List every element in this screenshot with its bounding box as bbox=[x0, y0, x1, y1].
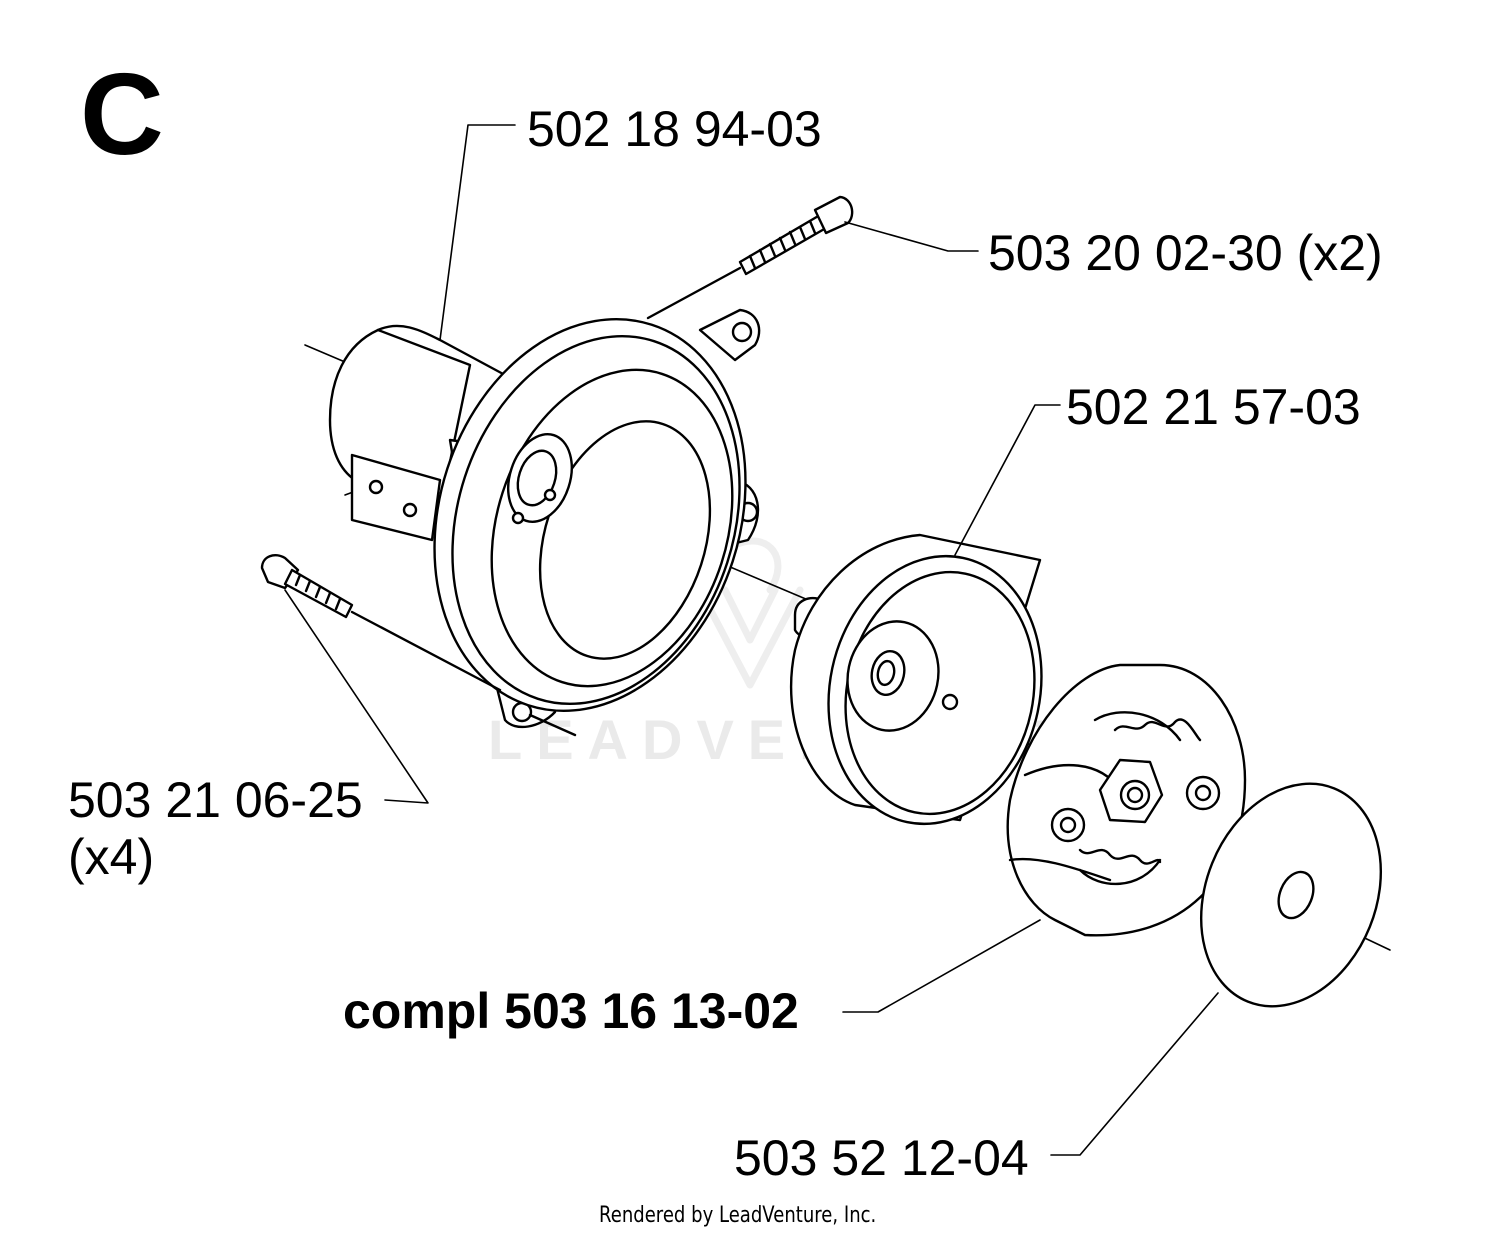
leader-screw-bottom bbox=[284, 589, 429, 804]
clutch-housing bbox=[328, 308, 761, 729]
screw-bottom bbox=[260, 554, 577, 737]
leader-washer bbox=[1050, 992, 1219, 1156]
callout-housing-part-number[interactable]: 502 18 94-03 bbox=[527, 101, 822, 157]
callout-drum-part-number[interactable]: 502 21 57-03 bbox=[1066, 379, 1361, 435]
clutch-spring-top bbox=[1113, 718, 1202, 742]
leader-screw-top bbox=[844, 221, 979, 252]
callout-washer-part-number[interactable]: 503 52 12-04 bbox=[734, 1130, 1029, 1186]
render-credit: Rendered by LeadVenture, Inc. bbox=[599, 1203, 877, 1228]
leader-drum bbox=[954, 404, 1061, 556]
leader-clutch bbox=[842, 919, 1041, 1013]
drum-small-pin bbox=[941, 693, 959, 711]
clutch-drum bbox=[790, 533, 1043, 826]
washer bbox=[1199, 782, 1383, 1008]
clutch-shoe-assembly bbox=[1006, 663, 1247, 937]
callout-screw-bottom-part-number[interactable]: 503 21 06-25 bbox=[68, 772, 363, 828]
leader-housing bbox=[439, 124, 516, 341]
screw-top bbox=[646, 195, 854, 320]
callout-screw-bottom-quantity: (x4) bbox=[68, 829, 155, 885]
callout-clutch-assembly-part-number[interactable]: compl 503 16 13-02 bbox=[343, 983, 799, 1039]
section-letter: C bbox=[80, 49, 164, 179]
callout-screw-top-part-number[interactable]: 503 20 02-30 (x2) bbox=[988, 225, 1383, 281]
leader-lines bbox=[284, 124, 1219, 1156]
clutch-spring-bottom bbox=[1078, 848, 1162, 865]
housing-mount-block bbox=[350, 453, 442, 542]
